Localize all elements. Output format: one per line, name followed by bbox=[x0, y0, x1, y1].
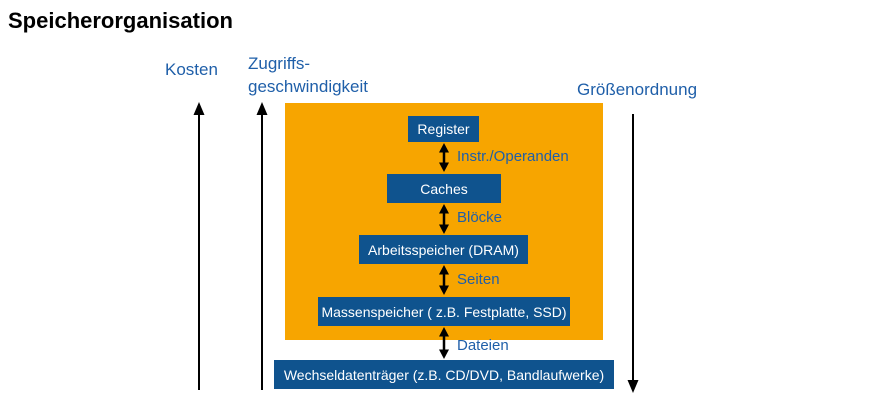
transfer-arrow-register-caches-icon bbox=[439, 143, 449, 172]
access-speed-axis-label-line2: geschwindigkeit bbox=[248, 77, 369, 96]
magnitude-down-arrow-icon bbox=[627, 114, 639, 393]
memory-level-caches: Caches bbox=[387, 174, 501, 203]
transfer-label-instr-operanden: Instr./Operanden bbox=[457, 148, 569, 165]
transfer-label-bloecke: Blöcke bbox=[457, 209, 503, 226]
cost-up-arrow-icon bbox=[193, 102, 205, 390]
access-speed-up-arrow-icon bbox=[256, 102, 268, 390]
access-speed-axis-label-line1: Zugriffs- bbox=[248, 54, 311, 73]
transfer-label-dateien: Dateien bbox=[457, 337, 509, 354]
transfer-arrow-massenspeicher-wechseldatentraeger-icon bbox=[439, 327, 449, 359]
cost-axis-label: Kosten bbox=[165, 60, 218, 79]
page-title: Speicherorganisation bbox=[8, 8, 233, 33]
memory-level-register: Register bbox=[408, 116, 479, 142]
transfer-arrow-dram-massenspeicher-icon bbox=[439, 265, 449, 295]
magnitude-axis-label: Größenordnung bbox=[577, 80, 698, 99]
memory-level-wechseldatentraeger: Wechseldatenträger (z.B. CD/DVD, Bandlau… bbox=[274, 360, 614, 389]
access-speed-axis-label: Zugriffs- geschwindigkeit bbox=[248, 52, 368, 98]
transfer-label-seiten: Seiten bbox=[457, 271, 500, 288]
memory-level-dram: Arbeitsspeicher (DRAM) bbox=[359, 235, 528, 264]
memory-level-massenspeicher: Massenspeicher ( z.B. Festplatte, SSD) bbox=[318, 297, 570, 326]
transfer-arrow-caches-dram-icon bbox=[439, 204, 449, 234]
